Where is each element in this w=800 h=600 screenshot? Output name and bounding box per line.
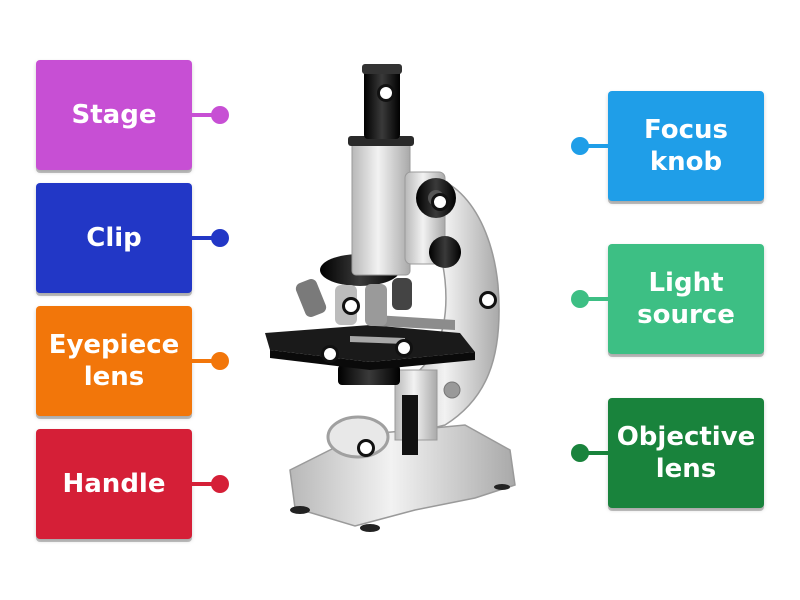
label-tile-focus-knob[interactable]: Focus knob [608, 91, 764, 201]
label-text: Objective lens [617, 421, 756, 485]
label-tile-handle[interactable]: Handle [36, 429, 192, 539]
drop-target-pin[interactable] [321, 345, 339, 363]
eyepiece [364, 65, 400, 139]
label-tile-light-source[interactable]: Light source [608, 244, 764, 354]
label-tile-eyepiece-lens[interactable]: Eyepiece lens [36, 306, 192, 416]
connector-knob[interactable] [571, 290, 589, 308]
label-tile-clip[interactable]: Clip [36, 183, 192, 293]
label-text: Focus knob [644, 114, 728, 178]
drop-target-pin[interactable] [479, 291, 497, 309]
connector-knob[interactable] [211, 229, 229, 247]
label-tile-stage[interactable]: Stage [36, 60, 192, 170]
body-tube [352, 140, 410, 275]
microscope-image [240, 40, 570, 540]
drop-target-pin[interactable] [431, 193, 449, 211]
connector-knob[interactable] [211, 475, 229, 493]
drop-target-pin[interactable] [357, 439, 375, 457]
microscope-drawing [240, 40, 570, 540]
connector-knob[interactable] [571, 137, 589, 155]
connector-knob[interactable] [211, 352, 229, 370]
label-text: Handle [63, 468, 166, 500]
drop-target-pin[interactable] [395, 339, 413, 357]
label-text: Clip [86, 222, 142, 254]
fine-focus-knob [429, 236, 461, 268]
label-text: Light source [637, 267, 735, 331]
connector-knob[interactable] [571, 444, 589, 462]
drop-target-pin[interactable] [377, 84, 395, 102]
label-text: Stage [72, 99, 157, 131]
connector-knob[interactable] [211, 106, 229, 124]
drop-target-pin[interactable] [342, 297, 360, 315]
label-tile-objective-lens[interactable]: Objective lens [608, 398, 764, 508]
label-text: Eyepiece lens [49, 329, 180, 393]
